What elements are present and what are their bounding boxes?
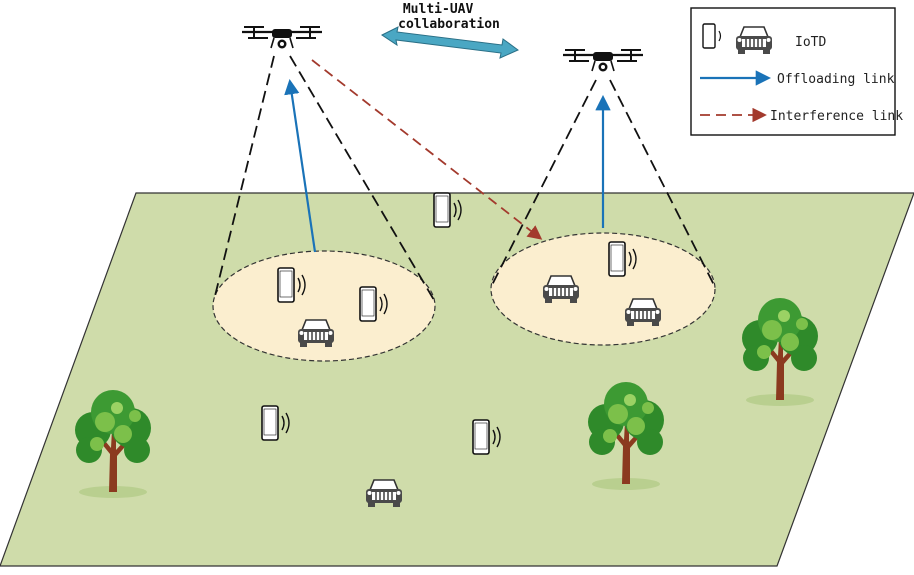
collaboration-arrow [381,26,519,59]
collaboration-label: Multi-UAV collaboration [398,2,500,32]
coverage-area-right [490,232,716,346]
legend-interference-label: Interference link [770,109,903,124]
legend-iotd-phone-icon [702,23,722,49]
uav-left-icon [240,25,324,50]
legend: IoTD Offloading link Interference link [690,7,903,136]
coverage-cone-left [213,55,435,301]
legend-iotd-label: IoTD [795,35,826,50]
interference-link-arrow [311,59,543,240]
offloading-link-left [284,78,317,253]
legend-box [690,7,896,136]
legend-offloading-label: Offloading link [777,72,895,87]
uav-right-icon [561,48,645,73]
coverage-area-left [212,250,436,362]
coverage-cone-right [491,79,715,286]
